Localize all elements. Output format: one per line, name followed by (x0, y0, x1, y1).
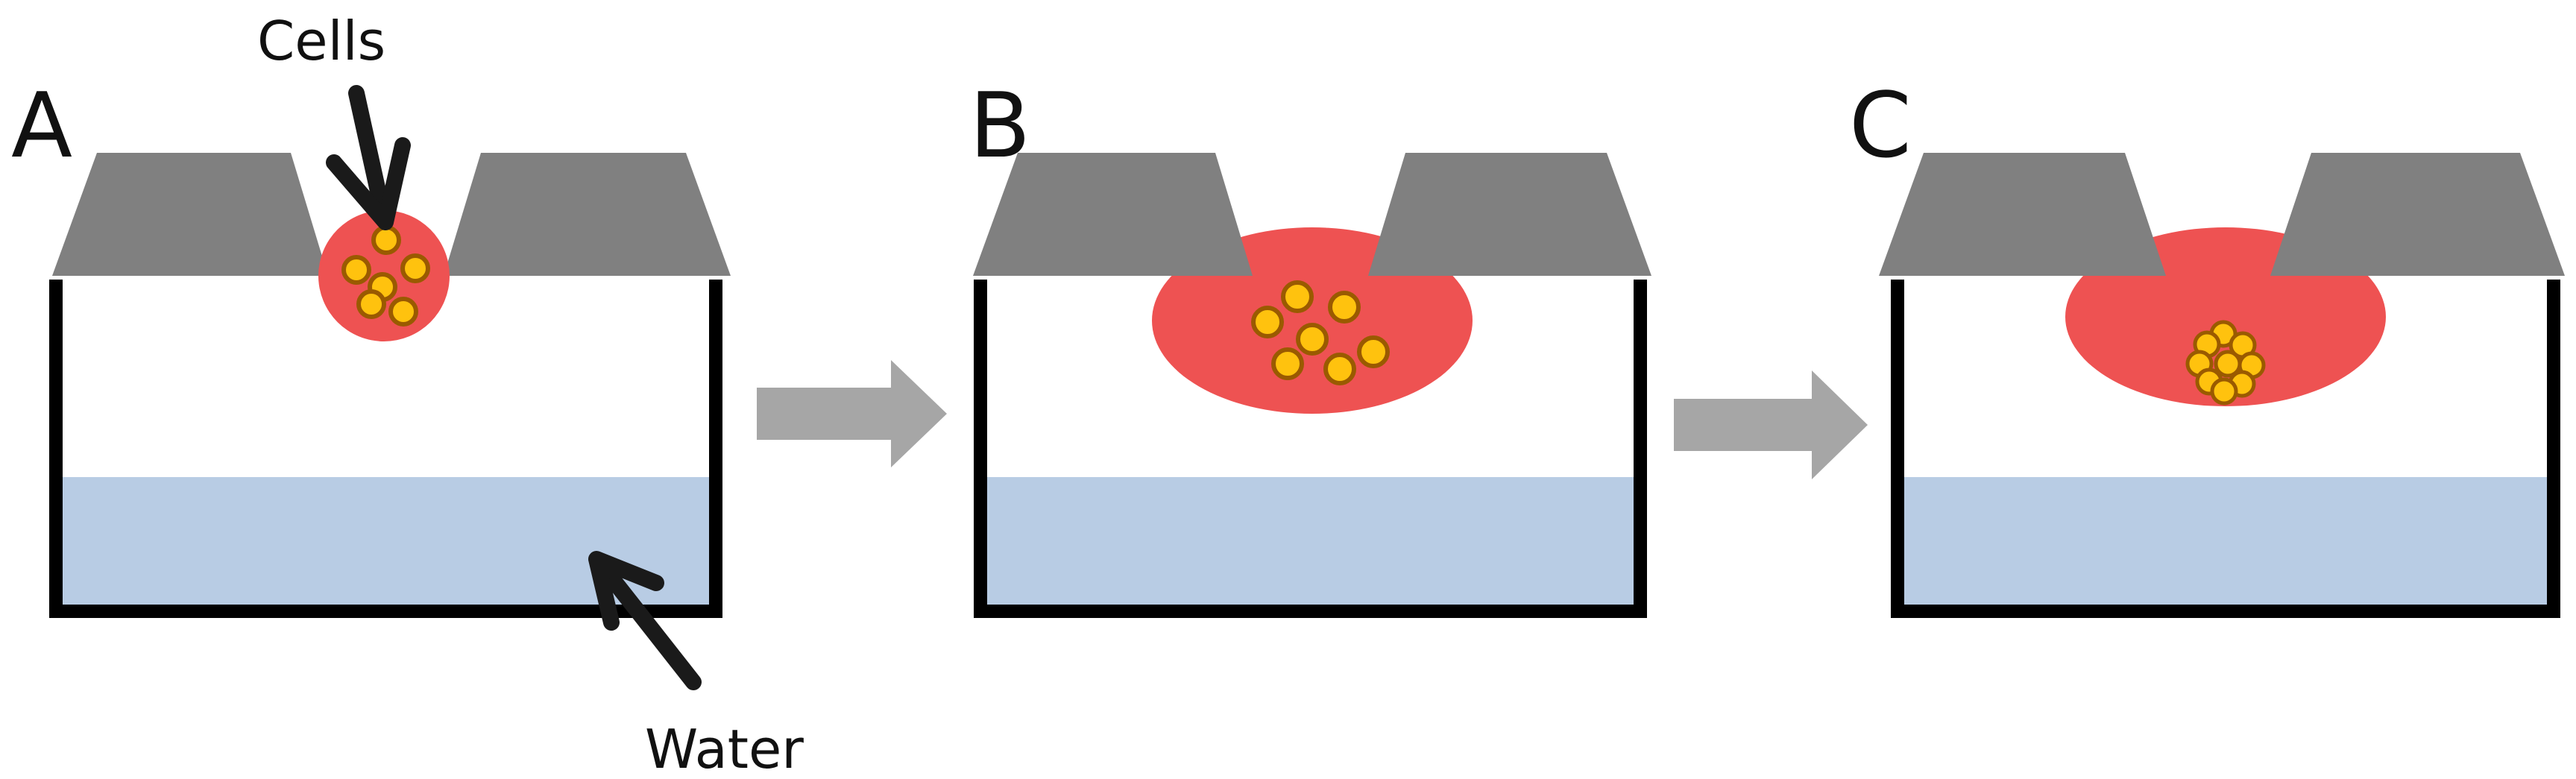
plate-right-block (2270, 153, 2565, 276)
plate-left-block (1879, 153, 2166, 276)
cell (341, 255, 371, 285)
water-pointer: Water (588, 551, 804, 779)
cell (371, 225, 401, 255)
panel-c: C (1849, 75, 2565, 618)
pointer-arrow-shaft (348, 85, 388, 209)
plate-right-block (444, 153, 731, 276)
cell-cluster (1251, 280, 1390, 385)
cell (1296, 323, 1329, 356)
panel-a: A (11, 75, 731, 618)
cell (1251, 306, 1284, 338)
cell-aggregate (2185, 320, 2266, 406)
cell (388, 297, 418, 327)
pointer-arrow-head (588, 551, 664, 631)
pointer-arrow-head (326, 137, 411, 230)
cells-label: Cells (257, 10, 385, 72)
reservoir-box (974, 280, 1647, 618)
water-label: Water (645, 718, 804, 779)
plate-right-block (1368, 153, 1651, 276)
cell (1271, 347, 1304, 380)
reservoir-box (1891, 280, 2560, 618)
water-layer (1898, 477, 2554, 611)
panel-label-a: A (11, 75, 72, 178)
cell (356, 289, 386, 319)
water-layer (980, 477, 1640, 611)
reservoir-box (49, 280, 722, 618)
flow-arrow-a-to-b (757, 360, 947, 467)
plate-left-block (52, 153, 328, 276)
cell-cluster (341, 225, 430, 327)
flow-arrow-b-to-c (1674, 370, 1868, 479)
panel-label-b: B (969, 75, 1030, 178)
panel-label-c: C (1849, 75, 1912, 178)
plate-left-block (973, 153, 1253, 276)
cell (400, 253, 430, 283)
cell (2210, 377, 2238, 406)
cell (1328, 291, 1361, 324)
cell (1323, 353, 1356, 385)
cell (1281, 280, 1314, 313)
cells-pointer: Cells (257, 10, 411, 230)
cell (1357, 335, 1390, 368)
pointer-arrow-shaft (603, 570, 702, 690)
panel-b: B (969, 75, 1651, 618)
